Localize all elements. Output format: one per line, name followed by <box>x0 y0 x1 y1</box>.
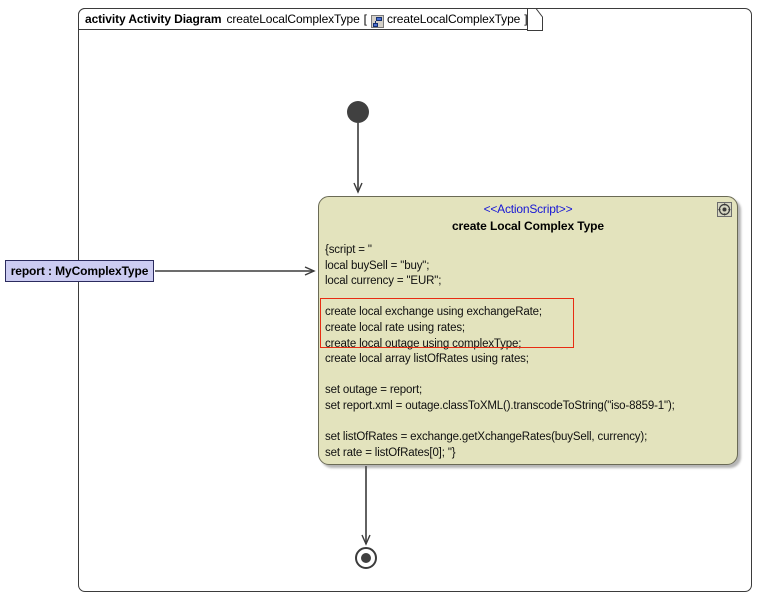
script-line: set outage = report; <box>325 384 423 397</box>
action-title: create Local Complex Type <box>451 219 604 233</box>
frame-kind-label: activity Activity Diagram <box>85 12 222 26</box>
script-line: create local exchange using exchangeRate… <box>325 306 542 319</box>
script-line: set listOfRates = exchange.getXchangeRat… <box>325 431 648 444</box>
initial-node[interactable] <box>347 101 369 123</box>
gear-icon[interactable] <box>717 202 732 217</box>
script-line: create local rate using rates; <box>325 321 465 334</box>
frame-bracket-open: [ <box>363 12 368 26</box>
action-node[interactable]: <<ActionScript>> create Local Complex Ty… <box>318 196 738 465</box>
frame-bracket-close: ] <box>524 12 528 26</box>
action-stereotype: <<ActionScript>> <box>483 202 573 216</box>
script-line: set report.xml = outage.classToXML().tra… <box>325 399 675 412</box>
activity-final-node[interactable] <box>355 547 377 569</box>
object-node-report[interactable]: report : MyComplexType <box>5 260 154 282</box>
script-line: {script = " <box>325 244 372 256</box>
script-line: local buySell = "buy"; <box>325 259 430 272</box>
script-blank-line <box>325 415 737 431</box>
activity-diagram-icon <box>371 15 384 28</box>
script-blank-line <box>325 368 737 384</box>
script-line: create local outage using complexType; <box>325 337 522 350</box>
script-line: local currency = "EUR"; <box>325 275 442 288</box>
script-blank-line <box>325 290 737 306</box>
frame-inner-name-label: createLocalComplexType <box>387 12 521 26</box>
object-node-label: report : MyComplexType <box>10 264 149 278</box>
frame-name-label: createLocalComplexType <box>226 12 360 26</box>
script-line: set rate = listOfRates[0]; "} <box>325 446 456 459</box>
script-line: create local array listOfRates using rat… <box>325 353 529 366</box>
activity-frame-header[interactable]: activity Activity Diagram createLocalCom… <box>78 8 536 30</box>
action-script-body: {script = " local buySell = "buy"; local c… <box>319 243 737 461</box>
